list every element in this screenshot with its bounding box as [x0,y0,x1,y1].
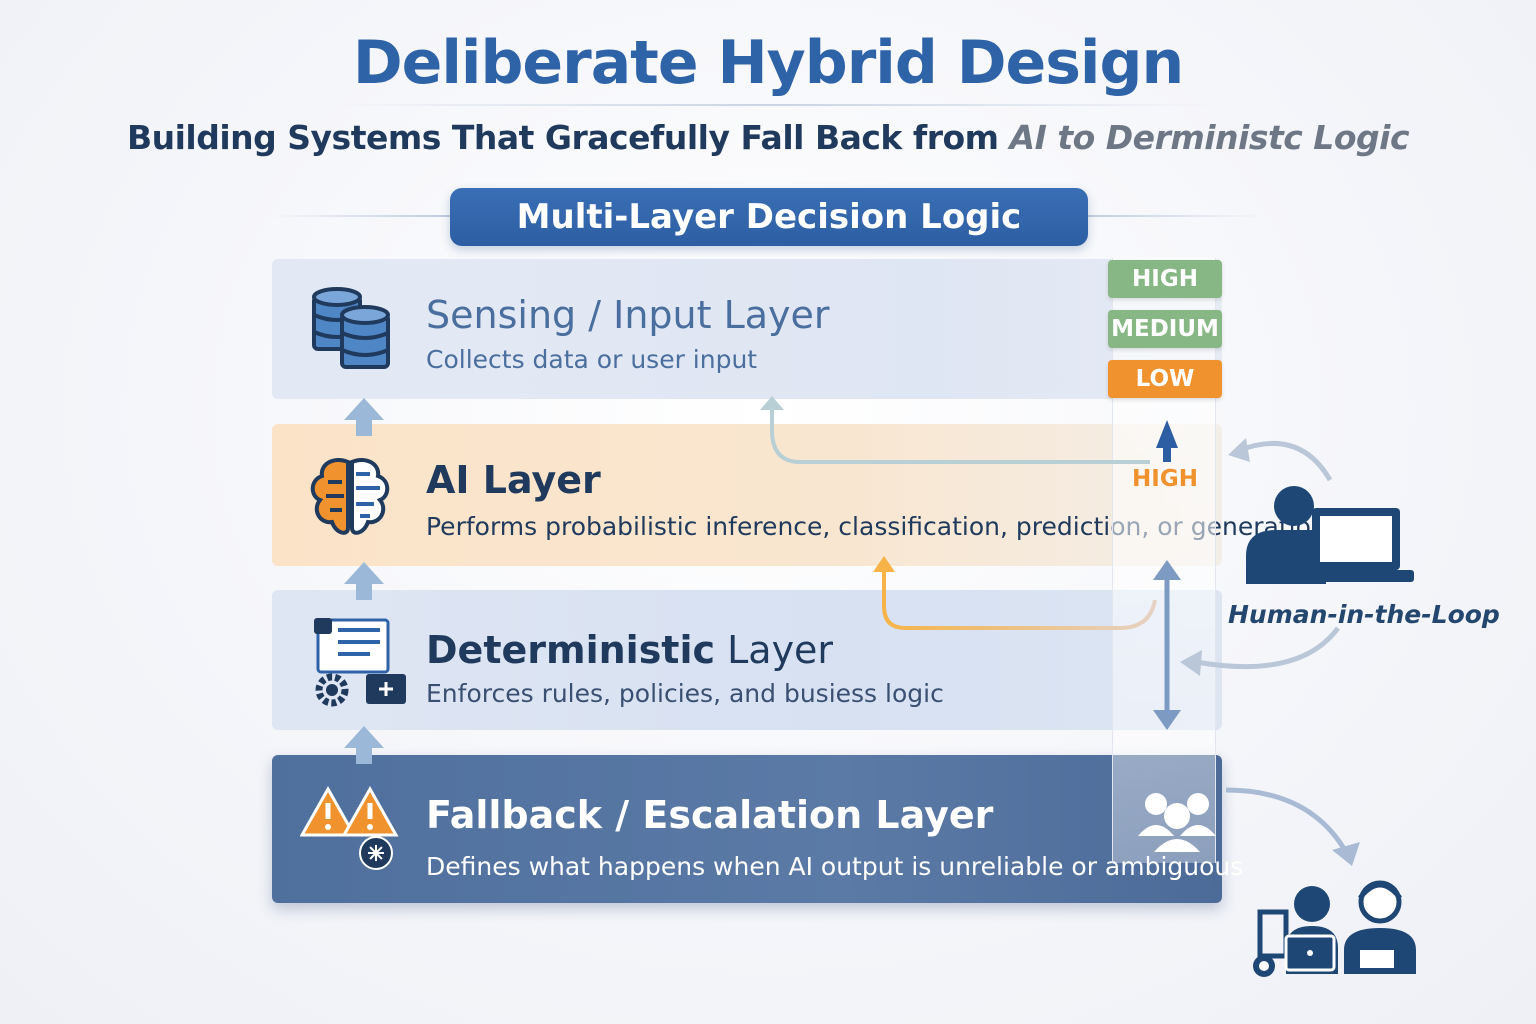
subtitle-main: Building Systems That Gracefully Fall Ba… [126,118,1010,157]
layer-description: Collects data or user input [426,345,758,374]
layer-description: Enforces rules, policies, and busiess lo… [426,679,944,708]
return-arrow-sensing [770,404,1150,464]
subtitle-emphasis: AI to Derministc Logic [1009,118,1410,157]
layer-deterministic: Deterministic Layer Enforces rules, poli… [272,590,1222,730]
human-in-the-loop-label: Human-in-the-Loop [1228,600,1500,629]
layer-sensing: Sensing / Input Layer Collects data or u… [272,259,1222,399]
layer-up-arrows [344,398,384,764]
page-subtitle: Building Systems That Gracefully Fall Ba… [0,118,1536,157]
title-divider [330,104,1220,106]
layer-title: AI Layer [426,458,601,502]
range-arrowhead-up-icon [1153,560,1181,580]
hitl-arrow-bottom [1195,626,1341,670]
layer-title-rest: Layer [715,628,834,672]
layer-description: Defines what happens when AI output is u… [426,852,1244,881]
confidence-badge-high: HIGH [1108,260,1222,298]
escalation-arrow [1225,787,1349,854]
human-laptop-icon [1246,486,1414,584]
up-arrow-icon [344,726,384,764]
brain-icon [310,457,390,535]
return-arrowhead-icon [760,396,784,410]
layer-title: Sensing / Input Layer [426,293,830,337]
hitl-arrowhead-icon [1228,438,1250,462]
ai-confidence-label: HIGH [1132,466,1198,492]
confidence-column [1112,258,1216,863]
return-arrow-ai [882,568,1157,630]
support-team-icon [1253,880,1416,977]
escalation-arrowhead-icon [1332,842,1360,866]
section-banner: Multi-Layer Decision Logic [450,188,1088,246]
confidence-badge-medium: MEDIUM [1108,310,1222,348]
hitl-arrowhead-icon [1180,650,1202,676]
layer-ai: AI Layer Performs probabilistic inferenc… [272,424,1327,566]
layer-title-bold: Deterministic [426,628,716,672]
layer-title: Fallback / Escalation Layer [426,793,994,837]
confidence-badge-low: LOW [1108,360,1222,398]
database-icon [312,287,390,369]
up-arrow-icon [344,562,384,600]
warning-icon [300,785,399,870]
page-title: Deliberate Hybrid Design [352,28,1184,98]
up-arrow-icon [344,398,384,436]
hitl-arrow-top [1239,441,1333,482]
group-icon [1138,793,1216,852]
rules-gear-icon [314,618,406,707]
layer-fallback: Fallback / Escalation Layer Defines what… [272,755,1243,903]
range-arrowhead-down-icon [1153,710,1181,730]
confidence-up-arrow-icon [1156,420,1178,462]
layer-title: Deterministic Layer [426,628,833,672]
return-arrowhead-icon [873,556,895,572]
